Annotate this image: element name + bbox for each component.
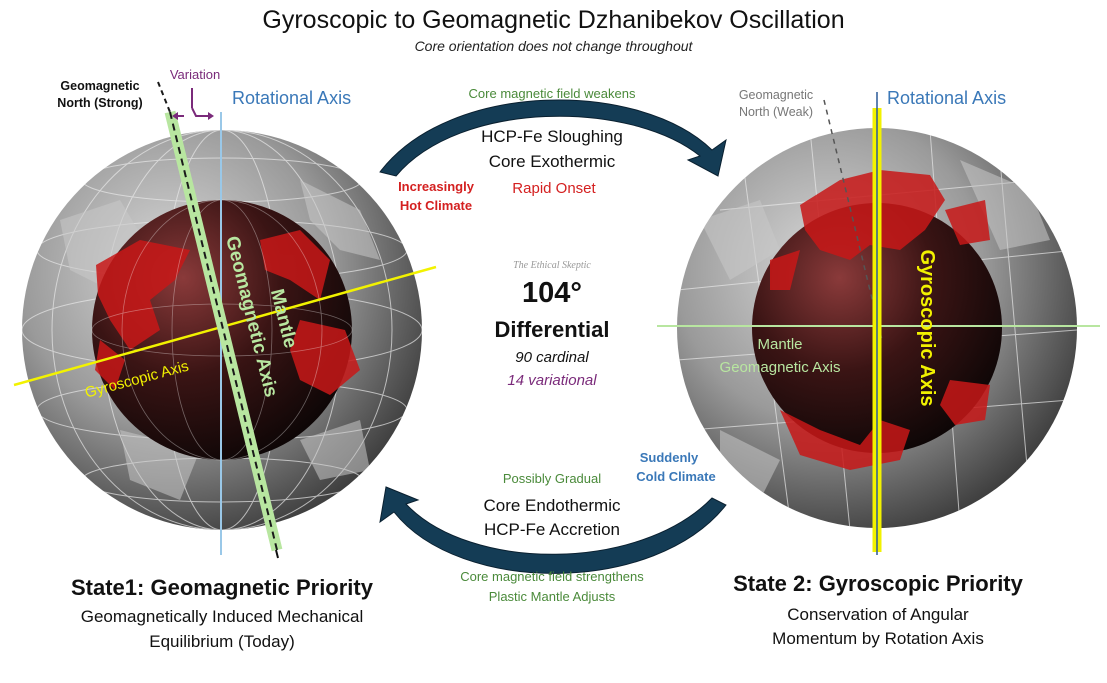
left-globe [13, 81, 437, 559]
bottom-onset: Possibly Gradual [503, 471, 601, 486]
variation-label: Variation [170, 67, 220, 82]
top-process-1: HCP-Fe Sloughing [481, 127, 623, 146]
bottom-note-2: Plastic Mantle Adjusts [489, 589, 616, 604]
diagram-title: Gyroscopic to Geomagnetic Dzhanibekov Os… [262, 6, 845, 34]
variation-arrow-left [172, 112, 178, 120]
right-state-title: State 2: Gyroscopic Priority [733, 571, 1024, 596]
top-climate-2: Hot Climate [400, 198, 472, 213]
left-north-pointer [157, 81, 171, 113]
left-state-title: State1: Geomagnetic Priority [71, 575, 374, 600]
bottom-process-2: HCP-Fe Accretion [484, 520, 620, 539]
bottom-cycle-arrow [379, 486, 727, 574]
left-continents [60, 180, 380, 500]
diagram-subtitle: Core orientation does not change through… [414, 38, 693, 54]
right-north-pointer [823, 99, 883, 341]
right-state-desc-1: Conservation of Angular [787, 605, 969, 624]
top-process-2: Core Exothermic [489, 152, 616, 171]
variation-arrow-right [208, 112, 214, 120]
right-mantle-label-1: Mantle [757, 336, 802, 353]
bottom-climate-1: Suddenly [640, 450, 699, 465]
left-state-desc-2: Equilibrium (Today) [149, 632, 295, 651]
angle-value: 104° [522, 277, 582, 309]
left-core-deposits [95, 230, 360, 395]
right-mantle-label-2: Geomagnetic Axis [720, 359, 841, 376]
right-state-desc-2: Momentum by Rotation Axis [772, 629, 984, 648]
bottom-climate-2: Cold Climate [636, 469, 715, 484]
top-climate-1: Increasingly [398, 179, 475, 194]
cardinal-label: 90 cardinal [515, 349, 589, 366]
right-north-label-2: North (Weak) [739, 105, 813, 119]
variation-bracket [191, 107, 210, 117]
bottom-process-1: Core Endothermic [483, 496, 621, 515]
right-globe [657, 92, 1100, 555]
right-north-label-1: Geomagnetic [739, 88, 813, 102]
watermark: The Ethical Skeptic [513, 260, 591, 271]
top-onset: Rapid Onset [512, 180, 596, 197]
left-north-label-2: North (Strong) [57, 96, 142, 110]
top-cycle-arrow [379, 99, 727, 177]
bottom-note-1: Core magnetic field strengthens [460, 569, 644, 584]
variational-label: 14 variational [507, 372, 597, 389]
left-mantle-axis-dashes [169, 111, 278, 551]
left-north-label-1: Geomagnetic [60, 79, 139, 93]
top-note: Core magnetic field weakens [469, 86, 636, 101]
right-rotational-axis-label: Rotational Axis [887, 88, 1006, 108]
right-gyroscopic-axis-label: Gyroscopic Axis [916, 249, 938, 406]
left-state-desc-1: Geomagnetically Induced Mechanical [81, 607, 364, 626]
left-rotational-axis-label: Rotational Axis [232, 88, 351, 108]
differential-label: Differential [495, 317, 610, 342]
